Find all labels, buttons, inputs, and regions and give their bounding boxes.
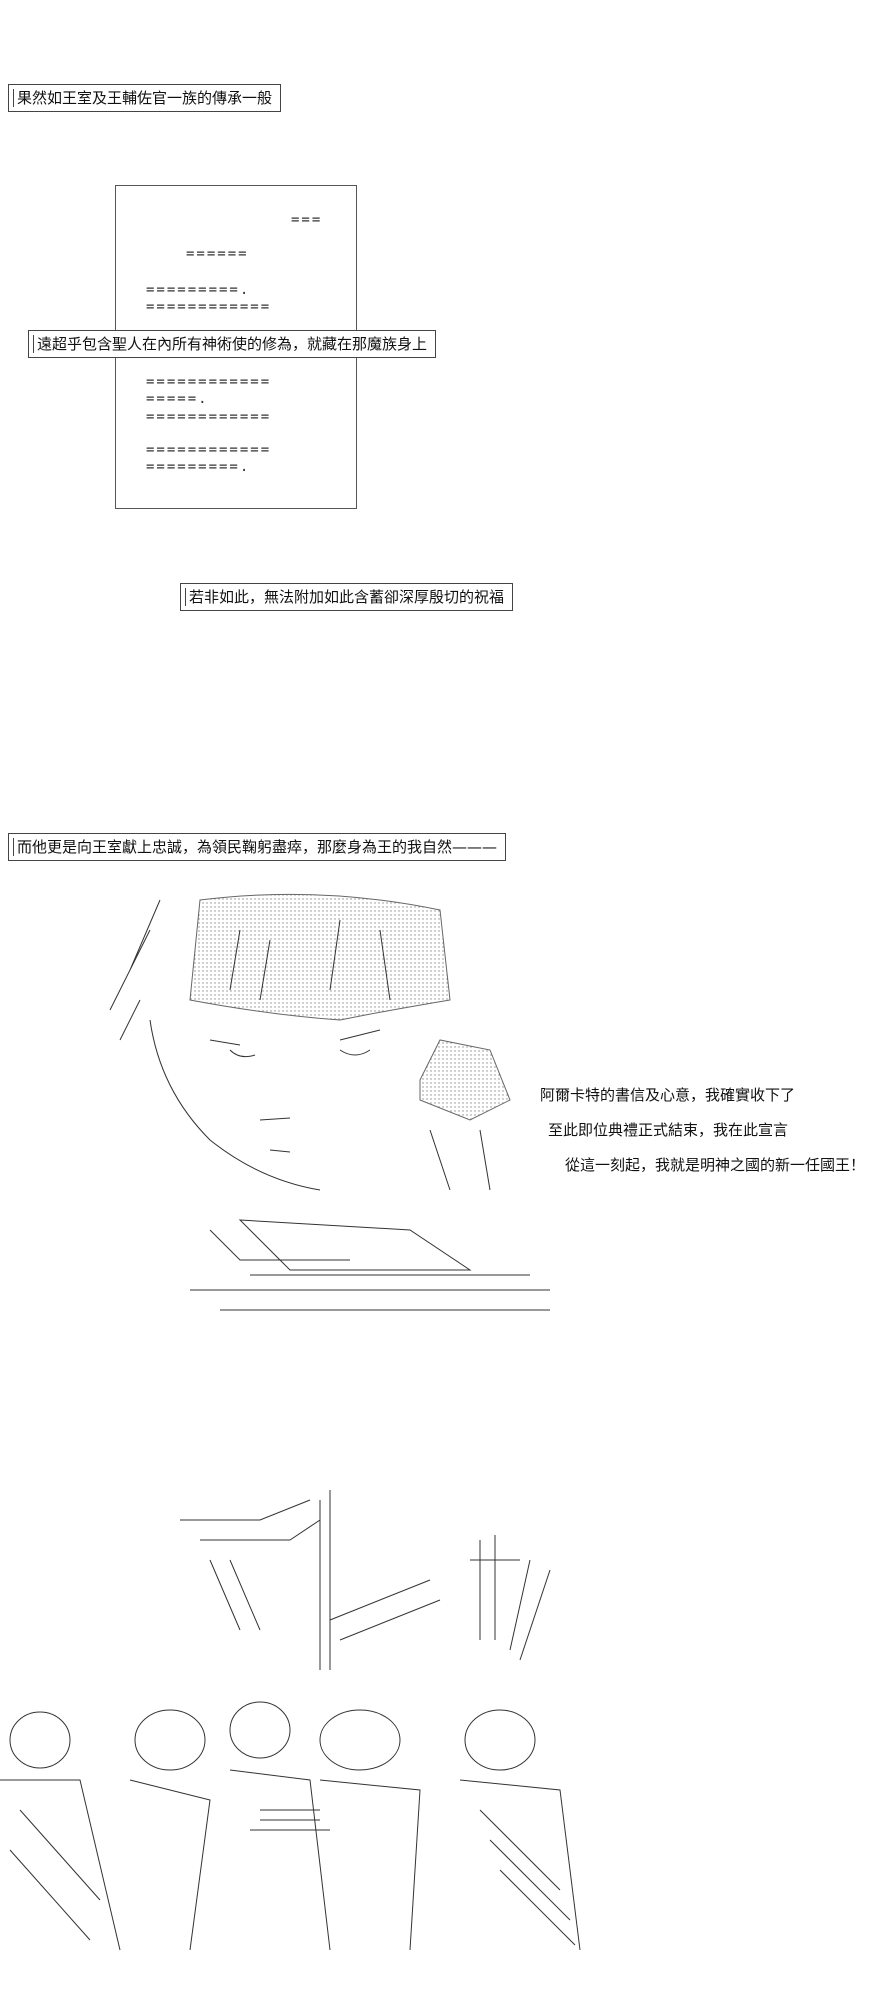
letter-line-5: ============ [146,374,272,390]
caption-text-4: 而他更是向王室獻上忠誠，為領民鞠躬盡瘁，那麼身為王的我自然——— [17,838,498,856]
letter-line-2: ====== [186,246,249,262]
caption-box-1: 果然如王室及王輔佐官一族的傳承一般 [8,84,282,112]
letter-line-1: === [291,212,323,228]
speech-line-3-text: 從這一刻起，我就是明神之國的新一任國王！ [565,1156,866,1174]
speech-line-1-text: 阿爾卡特的書信及心意，我確實收下了 [540,1086,796,1104]
caption-box-3: 若非如此，無法附加如此含蓄卻深厚殷切的祝福 [180,583,514,611]
letter-document: === ====== =========. ============ =====… [115,185,357,509]
letter-line-9: =========. [146,459,251,475]
speech-line-1: 阿爾卡特的書信及心意，我確實收下了 [540,1085,795,1105]
caption-box-2: 遠超乎包含聖人在內所有神術使的修為，就藏在那魔族身上 [28,330,437,358]
caption-text-2: 遠超乎包含聖人在內所有神術使的修為，就藏在那魔族身上 [37,335,428,353]
king-portrait-art [109,893,550,1311]
crowd-cheering-art [0,1490,581,1951]
letter-line-3: =========. [146,282,251,298]
speech-line-2-text: 至此即位典禮正式結束，我在此宣言 [548,1121,789,1139]
speech-line-3: 從這一刻起，我就是明神之國的新一任國王！ [565,1155,865,1175]
letter-line-4: ============ [146,299,272,315]
caption-text-3: 若非如此，無法附加如此含蓄卻深厚殷切的祝福 [189,588,505,606]
speech-line-2: 至此即位典禮正式結束，我在此宣言 [548,1120,788,1140]
caption-box-4: 而他更是向王室獻上忠誠，為領民鞠躬盡瘁，那麼身為王的我自然——— [8,833,507,861]
letter-line-6: =====. [146,391,209,407]
letter-line-8: ============ [146,442,272,458]
caption-text-1: 果然如王室及王輔佐官一族的傳承一般 [17,89,273,107]
letter-line-7: ============ [146,409,272,425]
